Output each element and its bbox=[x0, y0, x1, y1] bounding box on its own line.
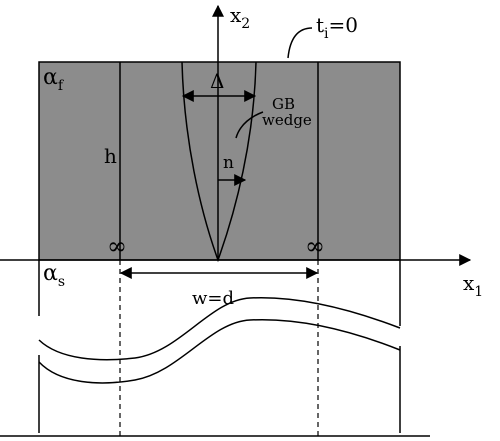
x2-axis-label: x2 bbox=[230, 3, 250, 32]
film-alpha-label: αf bbox=[43, 65, 65, 94]
x1-axis-label: x1 bbox=[463, 271, 483, 300]
wedge-callout-line1: GB bbox=[272, 95, 295, 113]
delta-label: Δ bbox=[210, 69, 224, 93]
normal-label: n bbox=[223, 153, 234, 173]
substrate-alpha-label: αs bbox=[43, 261, 65, 290]
traction-callout-line bbox=[287, 27, 313, 59]
left-infinity-symbol: ∞ bbox=[107, 232, 127, 260]
film-height-label: h bbox=[104, 144, 117, 168]
right-infinity-symbol: ∞ bbox=[305, 232, 325, 260]
wedge-callout-line2: wedge bbox=[262, 111, 312, 129]
wedge-callout-line bbox=[235, 111, 264, 139]
substrate-break-upper bbox=[38, 296, 401, 361]
spacing-label: w=d bbox=[192, 288, 234, 309]
substrate-break-lower bbox=[38, 318, 401, 384]
traction-label: ti=0 bbox=[316, 13, 358, 42]
